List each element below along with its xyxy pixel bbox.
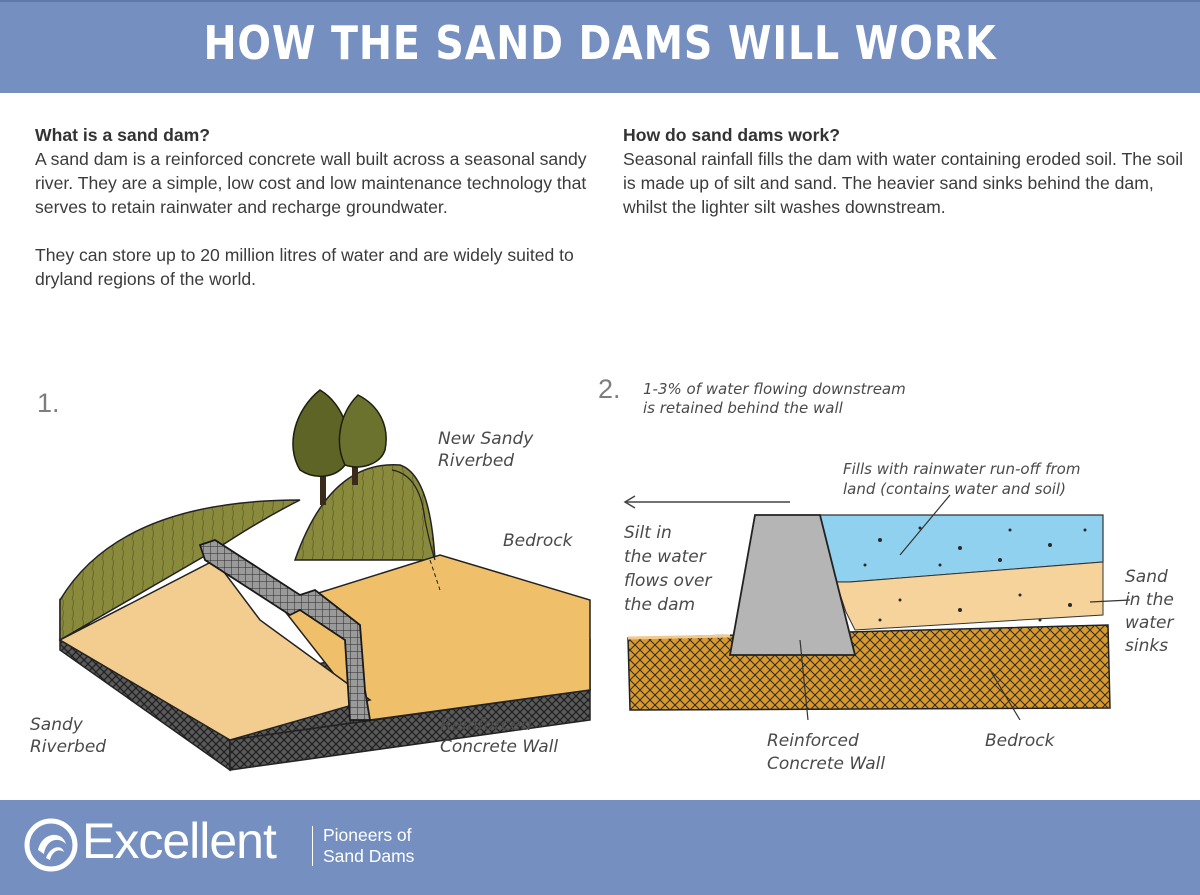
d2-label-retained-1: 1-3% of water flowing downstream xyxy=(643,380,906,398)
d1-label-sandy-riverbed-1: Sandy xyxy=(30,715,83,735)
footer-band xyxy=(0,800,1200,895)
intro-left: What is a sand dam? A sand dam is a rein… xyxy=(35,123,595,291)
d2-label-fills-1: Fills with rainwater run-off from xyxy=(843,460,1081,478)
intro-left-heading: What is a sand dam? xyxy=(35,125,210,145)
d2-label-fills-2: land (contains water and soil) xyxy=(843,480,1066,498)
intro-right-heading: How do sand dams work? xyxy=(623,125,841,145)
d2-label-sand-3: water xyxy=(1125,613,1174,633)
diagram1-left-bank xyxy=(59,499,301,642)
d2-label-bedrock: Bedrock xyxy=(985,731,1055,751)
diagram2-illustration xyxy=(623,494,1131,720)
d2-label-sand-2: in the xyxy=(1125,590,1174,610)
logo-tagline-1: Pioneers of xyxy=(323,825,412,845)
d1-label-bedrock: Bedrock xyxy=(503,531,573,551)
d1-label-sandy-riverbed-2: Riverbed xyxy=(30,737,107,757)
d2-label-retained-2: is retained behind the wall xyxy=(643,399,843,417)
intro-right: How do sand dams work? Seasonal rainfall… xyxy=(623,123,1188,219)
diagram1-illustration xyxy=(58,389,591,772)
diagram2-sand xyxy=(835,561,1104,631)
d1-label-wall-1: Reinforced xyxy=(440,715,532,735)
diagram1-downstream-sand xyxy=(58,559,372,741)
header-band: HOW THE SAND DAMS WILL WORK xyxy=(0,0,1200,93)
diagram1-concrete-wall xyxy=(198,539,372,721)
diagram2-number: 2. xyxy=(598,374,621,404)
logo-divider xyxy=(312,826,313,866)
d1-label-wall-2: Concrete Wall xyxy=(440,737,559,757)
d2-label-silt-1: Silt in xyxy=(624,523,672,543)
d2-label-wall-2: Concrete Wall xyxy=(767,754,886,774)
logo-swirl-icon xyxy=(24,818,78,872)
d2-label-wall-1: Reinforced xyxy=(767,731,859,751)
intro-left-body: A sand dam is a reinforced concrete wall… xyxy=(35,149,587,217)
d2-label-sand-1: Sand xyxy=(1125,567,1168,587)
d2-label-silt-4: the dam xyxy=(624,595,696,615)
d1-label-new-riverbed-1: New Sandy xyxy=(438,429,534,449)
intro-right-body: Seasonal rainfall fills the dam with wat… xyxy=(623,149,1184,217)
d2-label-silt-2: the water xyxy=(624,547,706,567)
diagram1-upstream-bank xyxy=(293,464,436,561)
diagram1-number: 1. xyxy=(37,388,60,418)
diagram2-concrete-wall xyxy=(728,514,857,656)
logo-tagline-2: Sand Dams xyxy=(323,846,415,866)
page-title: HOW THE SAND DAMS WILL WORK xyxy=(203,16,997,70)
d2-label-silt-3: flows over xyxy=(624,571,712,591)
intro-left-body2: They can store up to 20 million litres o… xyxy=(35,245,574,289)
d1-label-new-riverbed-2: Riverbed xyxy=(438,451,515,471)
diagram1-trees xyxy=(292,389,387,505)
d2-label-sand-4: sinks xyxy=(1125,636,1169,656)
logo-wordmark: Excellent xyxy=(82,813,277,869)
logo-tagline: Pioneers of Sand Dams xyxy=(323,825,414,867)
